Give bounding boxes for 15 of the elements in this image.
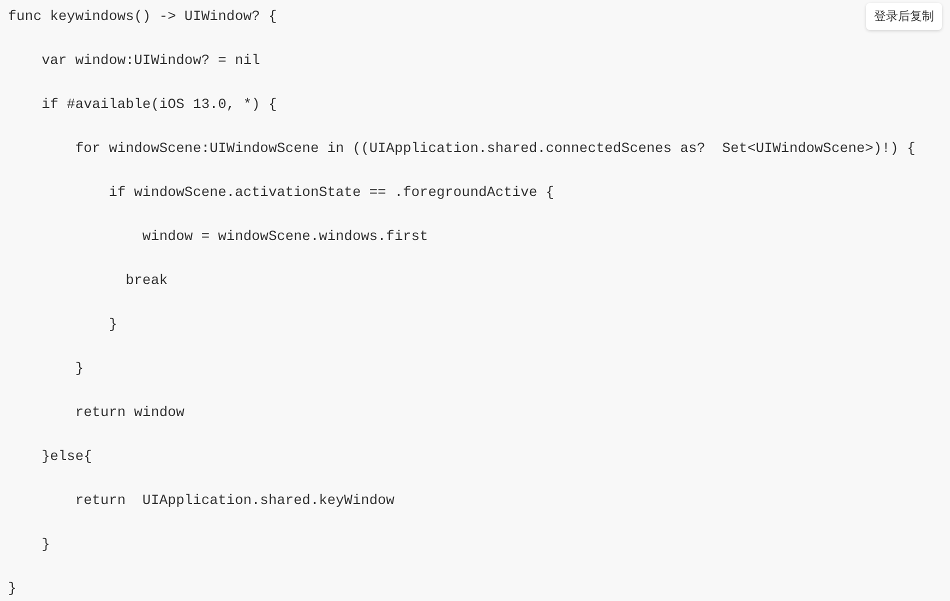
code-line: for windowScene:UIWindowScene in ((UIApplication.shared.connectedScenes as? Set<UIWindowScene>)!) { [74, 140, 916, 158]
code-line: } [40, 536, 50, 554]
code-line: var window:UIWindow? = nil [40, 52, 260, 70]
code-line: window = windowScene.windows.first [141, 228, 428, 246]
code-line: } [108, 316, 118, 334]
code-line: } [74, 360, 84, 378]
code-line: break [124, 272, 168, 290]
code-line: func keywindows() -> UIWindow? { [8, 8, 277, 26]
code-line: }else{ [40, 448, 92, 466]
code-line: if #available(iOS 13.0, *) { [40, 96, 277, 114]
code-line: if windowScene.activationState == .foregroundActive { [108, 184, 554, 202]
code-line: return UIApplication.shared.keyWindow [74, 492, 394, 510]
code-line: return window [74, 404, 184, 422]
copy-button: 登录后复制 [866, 3, 942, 30]
code-line: } [8, 580, 16, 598]
